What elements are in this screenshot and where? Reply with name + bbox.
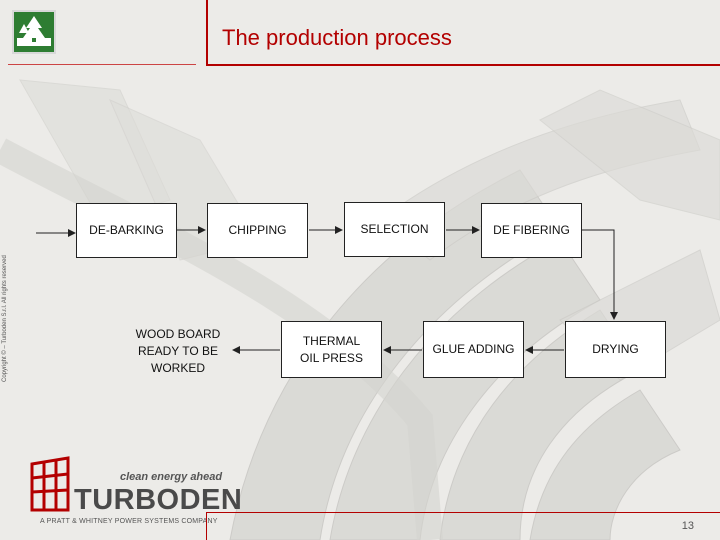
step-label: DRYING: [592, 342, 639, 357]
step-label: DE-BARKING: [89, 223, 164, 238]
step-label: CHIPPING: [228, 223, 287, 238]
step-label: SELECTION: [360, 222, 429, 237]
brand-subtitle: A PRATT & WHITNEY POWER SYSTEMS COMPANY: [40, 518, 218, 525]
step-label: THERMAL OIL PRESS: [300, 334, 363, 365]
page-number: 13: [681, 520, 694, 532]
header-left-rule: [8, 64, 196, 65]
footer-rule: [206, 512, 720, 513]
turboden-flag-icon: [30, 456, 70, 512]
copyright-notice: Copyright © – Turboden S.r.l. All rights…: [2, 255, 8, 382]
step-thermal-oil-press: THERMAL OIL PRESS: [281, 321, 382, 378]
step-chipping: CHIPPING: [207, 203, 308, 258]
step-glue-adding: GLUE ADDING: [423, 321, 524, 378]
tree-logo: [12, 10, 56, 54]
tree-icon: [17, 16, 51, 46]
brand-tagline: clean energy ahead: [120, 471, 223, 483]
brand-name: TURBODEN: [74, 484, 243, 516]
step-drying: DRYING: [565, 321, 666, 378]
step-debarking: DE-BARKING: [76, 203, 177, 258]
page-title: The production process: [222, 25, 452, 50]
end-product-label: WOOD BOARD READY TO BE WORKED: [135, 327, 221, 375]
title-divider: [206, 0, 208, 66]
step-defibering: DE FIBERING: [481, 203, 582, 258]
step-label: GLUE ADDING: [432, 342, 515, 357]
title-underline: [206, 64, 720, 66]
step-selection: SELECTION: [344, 202, 445, 257]
step-label: DE FIBERING: [493, 223, 570, 238]
footer-divider: [206, 512, 207, 540]
